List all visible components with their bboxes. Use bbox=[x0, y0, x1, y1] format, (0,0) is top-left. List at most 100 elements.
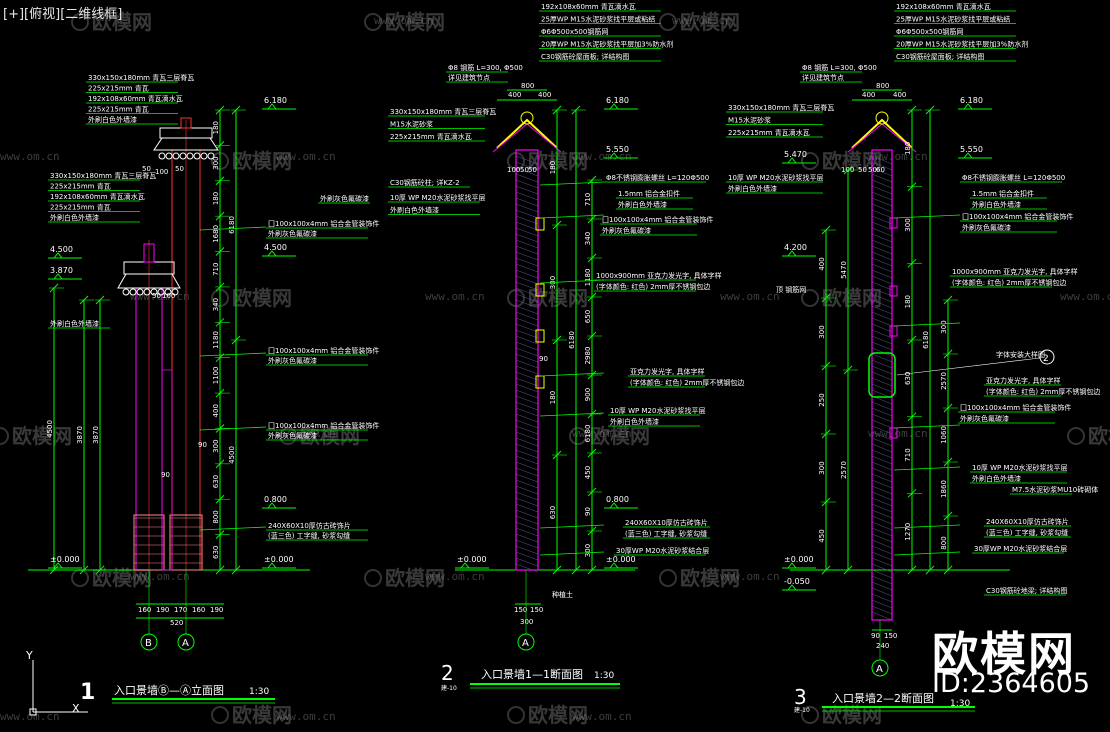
level-value: ±0.000 bbox=[50, 555, 80, 564]
short-pillar-finial bbox=[143, 243, 155, 263]
axis-label: A bbox=[522, 638, 529, 649]
level-value: 5.550 bbox=[960, 145, 983, 154]
level-5550: 5.550 bbox=[958, 145, 992, 159]
section-hatch bbox=[871, 191, 893, 201]
drawing-2-notes-i: 亚克力发光字, 具体字样(字体颜色: 红色) 2mm厚不锈钢包边 bbox=[628, 367, 744, 388]
leader-d2-4 bbox=[539, 412, 605, 417]
section-hatch bbox=[871, 293, 893, 303]
section-hatch bbox=[515, 179, 539, 189]
bottom-dim-value: 150 bbox=[884, 632, 897, 640]
section-hatch bbox=[871, 323, 893, 333]
section-hatch bbox=[871, 185, 893, 195]
section-hatch bbox=[515, 545, 539, 555]
dimension-value: 1180 bbox=[212, 331, 220, 349]
watermark-logo-icon bbox=[364, 13, 382, 31]
section-fitting bbox=[535, 329, 545, 343]
annotation-text: 外刷白色外墙漆 bbox=[50, 319, 99, 328]
section-roof bbox=[851, 118, 913, 149]
level-triangle-icon bbox=[786, 584, 798, 591]
leader-line bbox=[199, 426, 267, 431]
small-dim: 90 bbox=[161, 471, 170, 479]
dimension-value: 1180 bbox=[584, 269, 592, 287]
dimension-value: 180 bbox=[904, 295, 912, 308]
section-hatch bbox=[515, 539, 539, 549]
small-dim: 90 bbox=[198, 441, 207, 449]
leader-line bbox=[539, 181, 605, 186]
watermark-logo-icon bbox=[801, 706, 819, 724]
annotation-text: (蓝三色) 工字缝, 砂浆勾缝 bbox=[986, 528, 1068, 537]
section-hatch bbox=[871, 413, 893, 423]
dimension-value: 300 bbox=[940, 320, 948, 333]
watermark-text: 欧模网 bbox=[385, 10, 445, 34]
annotation-text: 外刷白色外墙漆 bbox=[618, 200, 667, 209]
section-hatch bbox=[871, 419, 893, 429]
section-hatch bbox=[515, 455, 539, 465]
section-hatch bbox=[515, 401, 539, 411]
section-hatch bbox=[515, 329, 539, 339]
annotation-text: 225x215mm 青瓦 bbox=[50, 182, 111, 191]
bottom-dim-value: 150 bbox=[530, 606, 543, 614]
annotation-text: 20厚WP M15水泥砂浆找平层加3%防水剂 bbox=[541, 40, 673, 49]
dimension-value: 180 bbox=[212, 121, 220, 134]
section-hatch bbox=[515, 215, 539, 225]
roof-tile-icon bbox=[129, 288, 137, 296]
dimension-value: 340 bbox=[212, 298, 220, 311]
annotation-text: 240X60X10厚仿古砖饰片 bbox=[625, 518, 708, 527]
annotation-text: C30钢筋砼屋面板; 详结构图 bbox=[896, 52, 984, 61]
level-value: ±0.000 bbox=[784, 555, 814, 564]
section-hatch bbox=[871, 353, 893, 363]
axis-label: A bbox=[876, 664, 883, 675]
section-hatch bbox=[871, 611, 893, 621]
level-4500-right: 4.500 bbox=[262, 243, 296, 257]
viewport-control-plus[interactable]: [+] bbox=[3, 7, 25, 22]
watermark-text: 欧模网 bbox=[12, 424, 72, 448]
watermark-logo-icon bbox=[659, 569, 677, 587]
drawing-2-notes-e: Φ8不锈钢膨胀螺丝 L=120Φ500 bbox=[604, 173, 709, 183]
level-triangle-icon bbox=[52, 273, 64, 280]
annotation-text: 外刷灰色氟碳漆 bbox=[268, 229, 317, 238]
section-hatch bbox=[871, 401, 893, 411]
watermark-logo-icon bbox=[364, 569, 382, 587]
level-value: 4.200 bbox=[784, 243, 807, 252]
small-dim: 60 bbox=[876, 166, 885, 174]
bottom-dim-value: 160 bbox=[138, 606, 151, 614]
section-hatch bbox=[871, 203, 893, 213]
section-hatch bbox=[871, 305, 893, 315]
section-hatch bbox=[871, 473, 893, 483]
watermark-group: 欧模网 bbox=[659, 566, 740, 590]
dimension-value: 6180 bbox=[584, 425, 592, 443]
annotation-text: 详见建筑节点 bbox=[448, 73, 490, 82]
small-dim: 50 bbox=[520, 166, 529, 174]
roof-tile-icon bbox=[143, 288, 151, 296]
dimension-value: 400 bbox=[212, 404, 220, 417]
connecting-wall bbox=[161, 369, 173, 571]
drawing-2-sheet: 建-10 bbox=[441, 684, 457, 692]
level-6180: 6.180 bbox=[958, 96, 992, 110]
section-hatch bbox=[871, 509, 893, 519]
viewport-view-top[interactable]: [俯视] bbox=[24, 7, 61, 22]
section-hatch bbox=[515, 443, 539, 453]
annotation-text: 外刷灰色氟碳漆 bbox=[962, 223, 1011, 232]
annotation-text: 10厚 WP M20水泥砂浆找平层 bbox=[610, 406, 705, 415]
watermark-text: 欧模网 bbox=[590, 424, 650, 448]
viewport-label[interactable]: [+][俯视][二维线框] bbox=[3, 3, 122, 22]
annotation-text: C30钢筋砼屋面板; 详结构图 bbox=[541, 52, 629, 61]
watermark-text: 欧模网 bbox=[528, 703, 588, 727]
level-5550: 5.550 bbox=[604, 145, 638, 159]
detail-callout-label: 字体安装大样图 bbox=[996, 350, 1045, 359]
section-hatch bbox=[871, 287, 893, 297]
section-hatch bbox=[871, 437, 893, 447]
leader-d3-0 bbox=[893, 214, 961, 219]
section-hatch bbox=[515, 263, 539, 273]
section-hatch bbox=[871, 161, 893, 171]
annotation-text: 外刷白色外墙漆 bbox=[972, 474, 1021, 483]
viewport-visual-style[interactable]: [二维线框] bbox=[60, 7, 123, 22]
section-hatch bbox=[515, 233, 539, 243]
